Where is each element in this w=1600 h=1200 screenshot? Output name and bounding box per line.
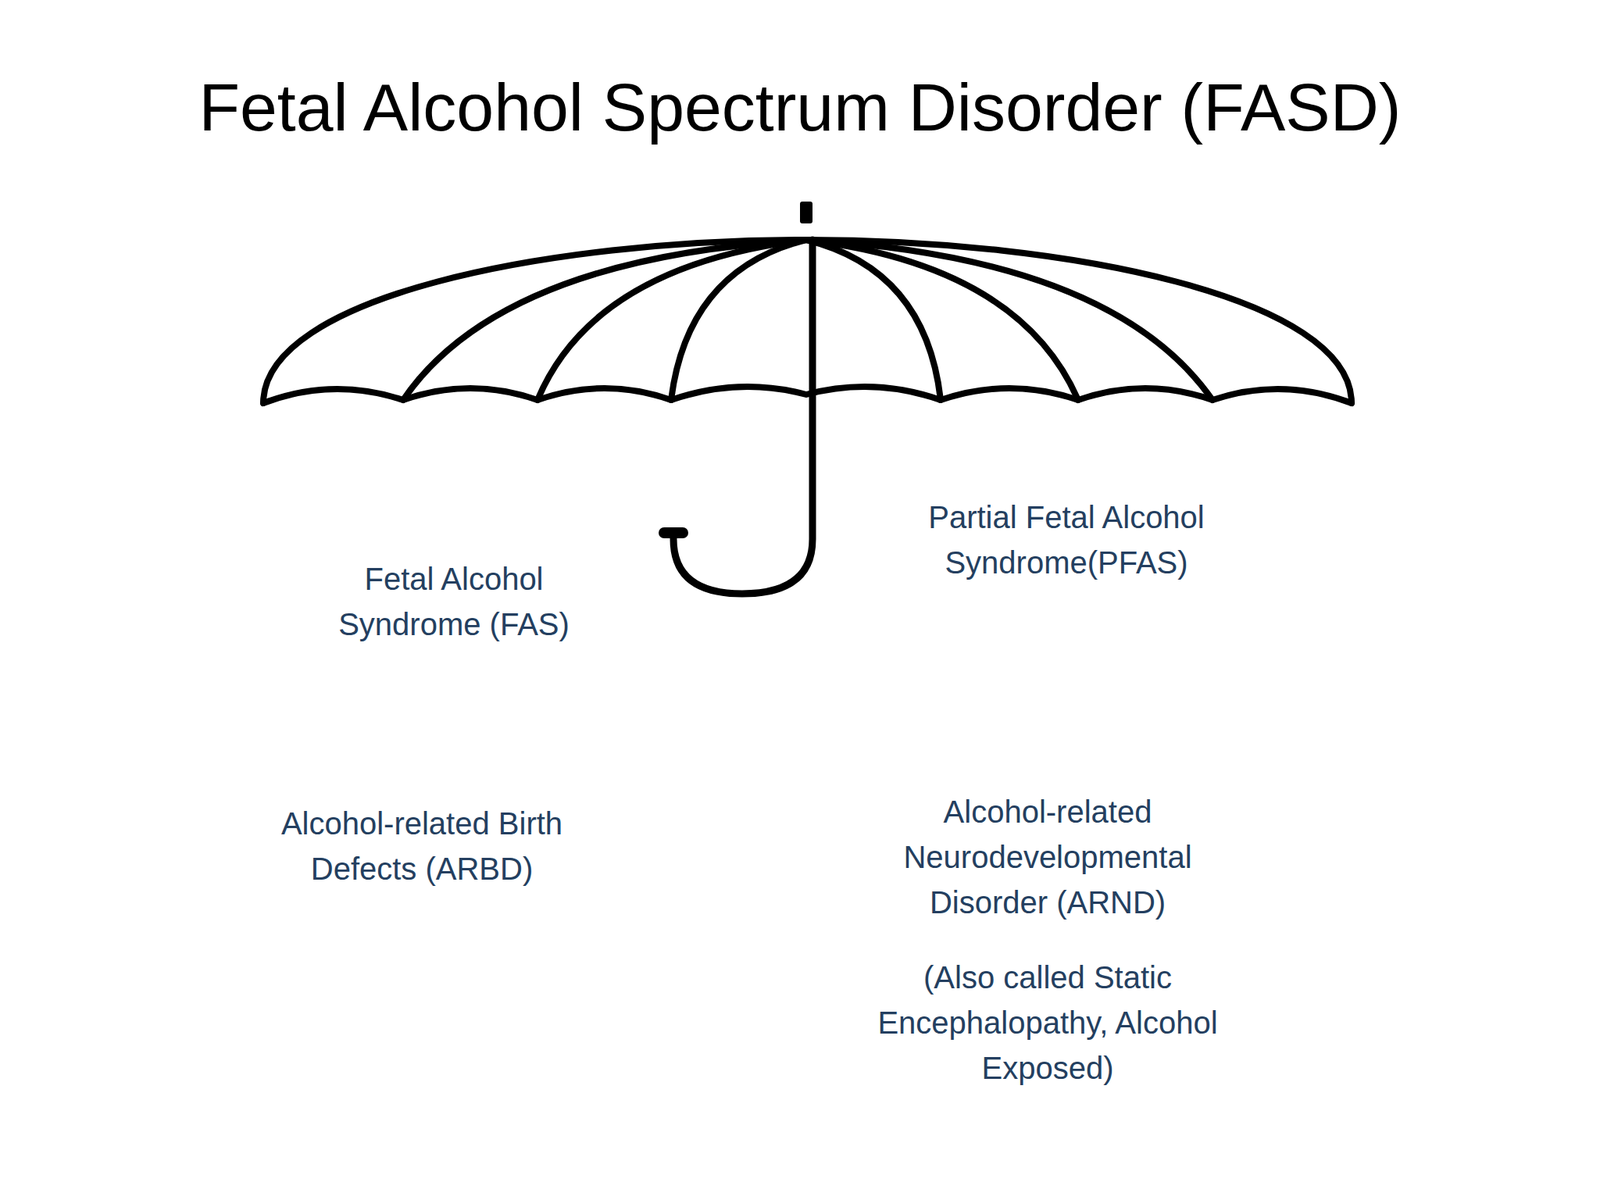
category-label: Partial Fetal Alcohol Syndrome(PFAS): [894, 494, 1239, 586]
category-label: Alcohol-related Birth Defects (ARBD): [234, 800, 610, 892]
umbrella-rib: [806, 239, 1079, 400]
umbrella-rib: [537, 239, 807, 400]
umbrella-rib: [671, 239, 807, 400]
umbrella-rib: [806, 239, 1213, 400]
category-label: (Also called Static Encephalopathy, Alco…: [860, 954, 1236, 1091]
umbrella-hem: [263, 386, 1352, 404]
umbrella-handle: [673, 239, 813, 594]
category-label: Fetal Alcohol Syndrome (FAS): [305, 556, 603, 647]
diagram-title: Fetal Alcohol Spectrum Disorder (FASD): [0, 68, 1600, 147]
umbrella-handle-end: [664, 527, 683, 539]
umbrella: [263, 239, 1352, 594]
umbrella-rib: [403, 239, 807, 400]
umbrella-tip: [800, 201, 813, 224]
category-label: Alcohol-related Neurodevelopmental Disor…: [860, 789, 1236, 925]
umbrella-canopy: [263, 239, 1352, 404]
